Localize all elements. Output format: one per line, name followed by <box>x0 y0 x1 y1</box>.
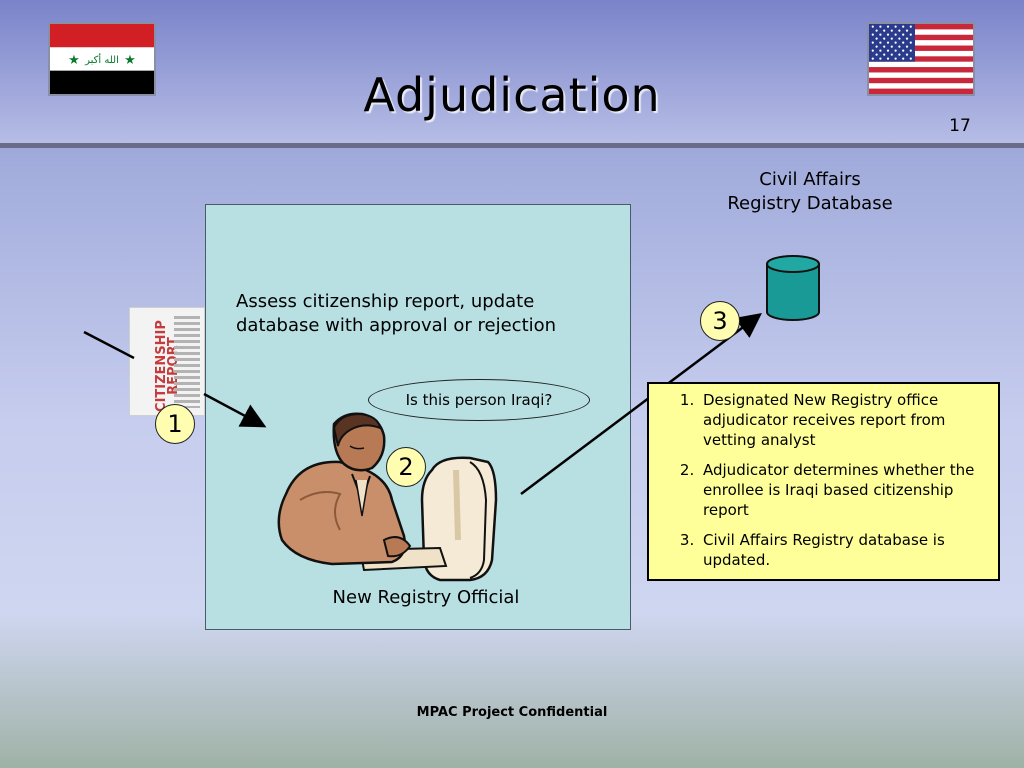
step-badge-2: 2 <box>386 447 426 487</box>
steps-list: Designated New Registry office adjudicat… <box>659 390 988 570</box>
question-text: Is this person Iraqi? <box>405 391 553 409</box>
footer-confidential: MPAC Project Confidential <box>416 705 608 720</box>
question-callout: Is this person Iraqi? <box>368 379 590 421</box>
arrow-into-report <box>83 330 135 360</box>
step-item-2: Adjudicator determines whether the enrol… <box>699 460 988 520</box>
database-label: Civil Affairs Registry Database <box>727 169 893 214</box>
slide-title: Adjudication <box>363 68 661 122</box>
step-item-3: Civil Affairs Registry database is updat… <box>699 530 988 570</box>
usa-flag-icon <box>869 24 973 94</box>
official-label: New Registry Official <box>332 587 520 608</box>
citizenship-report-icon: CITIZENSHIP REPORT <box>129 307 205 416</box>
page-number: 17 <box>949 116 971 136</box>
step-item-1: Designated New Registry office adjudicat… <box>699 390 988 450</box>
iraq-emblem-text: الله أكبر <box>84 53 119 66</box>
step-badge-3: 3 <box>700 301 740 341</box>
steps-note-box: Designated New Registry office adjudicat… <box>647 382 1000 581</box>
title-band <box>0 0 1024 143</box>
svg-text:★: ★ <box>68 53 80 68</box>
title-divider <box>0 143 1024 148</box>
report-lines <box>174 316 200 408</box>
svg-text:★: ★ <box>124 53 136 68</box>
arrow-report-to-official <box>203 392 267 428</box>
iraq-flag-icon: ★ الله أكبر ★ <box>50 24 154 94</box>
step-badge-1: 1 <box>155 404 195 444</box>
process-description: Assess citizenship report, update databa… <box>236 291 557 336</box>
arrow-official-to-database <box>520 312 762 495</box>
